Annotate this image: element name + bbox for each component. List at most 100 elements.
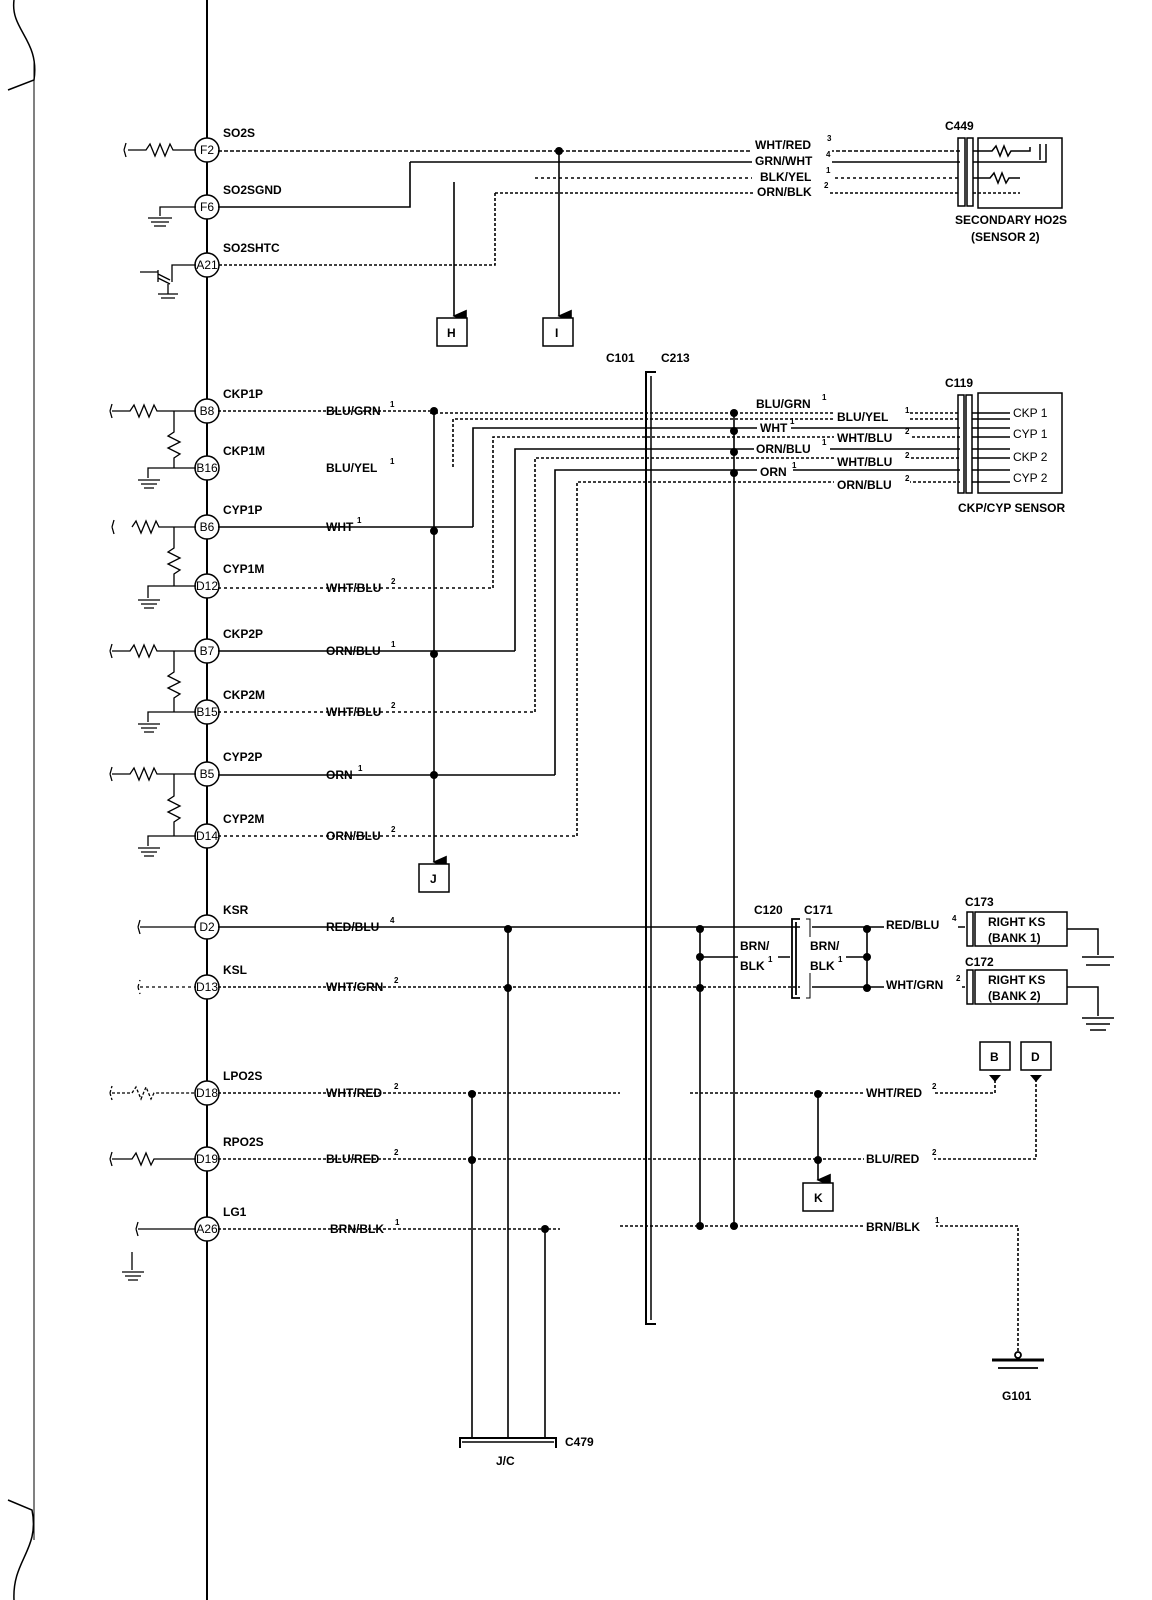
- svg-text:1: 1: [790, 417, 795, 426]
- wire-label: WHT: [326, 520, 354, 534]
- svg-text:BLU/RED: BLU/RED: [866, 1152, 920, 1166]
- svg-text:1: 1: [391, 640, 396, 649]
- ref-k: K: [814, 1191, 823, 1205]
- svg-text:ORN/BLU: ORN/BLU: [837, 478, 892, 492]
- svg-text:WHT/RED: WHT/RED: [755, 138, 811, 152]
- svg-text:1: 1: [838, 955, 843, 964]
- svg-text:BRN/BLK: BRN/BLK: [866, 1220, 920, 1234]
- svg-text:3: 3: [827, 134, 832, 143]
- pin-id: A21: [196, 258, 218, 272]
- pin-signal-label: CYP2M: [223, 812, 264, 826]
- wire-label: BLU/RED: [326, 1152, 380, 1166]
- connector-label: C119: [945, 376, 973, 390]
- pin-signal-label: SO2SGND: [223, 183, 282, 197]
- svg-text:2: 2: [932, 1148, 937, 1157]
- svg-text:1: 1: [822, 393, 827, 402]
- svg-text:CKP 2: CKP 2: [1013, 450, 1048, 464]
- secondary-ho2s: [957, 137, 1063, 209]
- svg-text:RIGHT KS: RIGHT KS: [988, 973, 1045, 987]
- svg-text:4: 4: [952, 914, 957, 923]
- pin-id: D12: [196, 579, 218, 593]
- pin-signal-label: CKP1M: [223, 444, 265, 458]
- svg-text:BLU/YEL: BLU/YEL: [837, 410, 888, 424]
- svg-text:2: 2: [394, 1148, 399, 1157]
- ckp-cyp-sensor: [957, 392, 1063, 494]
- wire-label: WHT/BLU: [326, 581, 381, 595]
- component-labels: SECONDARY HO2S (SENSOR 2) CKP/CYP SENSOR…: [955, 213, 1067, 1003]
- svg-text:CYP 2: CYP 2: [1013, 471, 1048, 485]
- connector-label: C120: [754, 903, 783, 917]
- svg-text:1: 1: [822, 438, 827, 447]
- pin-signal-label: CYP1M: [223, 562, 264, 576]
- wire-label: ORN/BLU: [326, 644, 381, 658]
- svg-text:ORN: ORN: [760, 465, 787, 479]
- svg-text:2: 2: [932, 1082, 937, 1091]
- svg-text:GRN/WHT: GRN/WHT: [755, 154, 813, 168]
- svg-text:2: 2: [391, 701, 396, 710]
- svg-text:1: 1: [826, 166, 831, 175]
- ground-label: G101: [1002, 1389, 1032, 1403]
- svg-text:1: 1: [768, 955, 773, 964]
- pin-signal-label: KSR: [223, 903, 249, 917]
- connector-label: C101: [606, 351, 635, 365]
- pin-signal-label: RPO2S: [223, 1135, 264, 1149]
- svg-text:ORN/BLU: ORN/BLU: [756, 442, 811, 456]
- connector-c120-c171: [791, 918, 811, 999]
- pin-id: F6: [200, 200, 214, 214]
- ecm-outline: [7, 0, 208, 1600]
- reference-labels: H I J K B D: [430, 326, 1040, 1205]
- svg-text:BLU/GRN: BLU/GRN: [756, 397, 811, 411]
- pin-id: B16: [196, 461, 218, 475]
- connector-label: C479: [565, 1435, 594, 1449]
- ref-h: H: [447, 326, 456, 340]
- pin-signal-labels: SO2SSO2SGNDSO2SHTCCKP1PCKP1MCYP1PCYP1MCK…: [223, 126, 282, 1219]
- svg-text:2: 2: [394, 976, 399, 985]
- pin-id: D2: [199, 920, 215, 934]
- svg-text:1: 1: [390, 400, 395, 409]
- pin-signal-label: SO2S: [223, 126, 255, 140]
- knock-sensors: [966, 911, 1114, 1031]
- connector-label: C213: [661, 351, 690, 365]
- svg-text:CKP 1: CKP 1: [1013, 406, 1048, 420]
- svg-text:BRN/: BRN/: [740, 939, 770, 953]
- wire-label: BLU/YEL: [326, 461, 377, 475]
- svg-text:4: 4: [826, 150, 831, 159]
- svg-text:2: 2: [905, 451, 910, 460]
- svg-text:1: 1: [357, 516, 362, 525]
- svg-text:CKP/CYP SENSOR: CKP/CYP SENSOR: [958, 501, 1065, 515]
- wire-label: WHT/GRN: [326, 980, 383, 994]
- ecm-pins: F2F6A21B8B16B6D12B7B15B5D14D2D13D18D19A2…: [194, 137, 220, 1242]
- pin-signal-label: CKP2M: [223, 688, 265, 702]
- svg-text:CYP 1: CYP 1: [1013, 427, 1048, 441]
- pin-signal-label: CYP1P: [223, 503, 262, 517]
- svg-text:2: 2: [391, 577, 396, 586]
- connector-label: C171: [804, 903, 833, 917]
- svg-text:4: 4: [390, 916, 395, 925]
- svg-text:2: 2: [391, 825, 396, 834]
- svg-text:WHT/GRN: WHT/GRN: [886, 978, 943, 992]
- connector-c101-c213: [645, 371, 656, 1325]
- ref-d: D: [1031, 1050, 1040, 1064]
- wire-label: ORN: [326, 768, 353, 782]
- ref-j: J: [430, 872, 437, 886]
- pin-signal-label: LPO2S: [223, 1069, 262, 1083]
- pin-id: D19: [196, 1152, 218, 1166]
- svg-text:BLK: BLK: [740, 959, 765, 973]
- wire-label: WHT/BLU: [326, 705, 381, 719]
- pin-id: D14: [196, 829, 218, 843]
- svg-text:BLK: BLK: [810, 959, 835, 973]
- svg-text:1: 1: [358, 764, 363, 773]
- svg-text:2: 2: [394, 1082, 399, 1091]
- ref-i: I: [555, 326, 558, 340]
- svg-text:1: 1: [395, 1218, 400, 1227]
- pin-id: B8: [200, 404, 215, 418]
- pin-id: A26: [196, 1222, 218, 1236]
- svg-text:RIGHT KS: RIGHT KS: [988, 915, 1045, 929]
- svg-text:2: 2: [905, 474, 910, 483]
- svg-text:1: 1: [390, 457, 395, 466]
- reference-boxes: [418, 317, 1052, 1212]
